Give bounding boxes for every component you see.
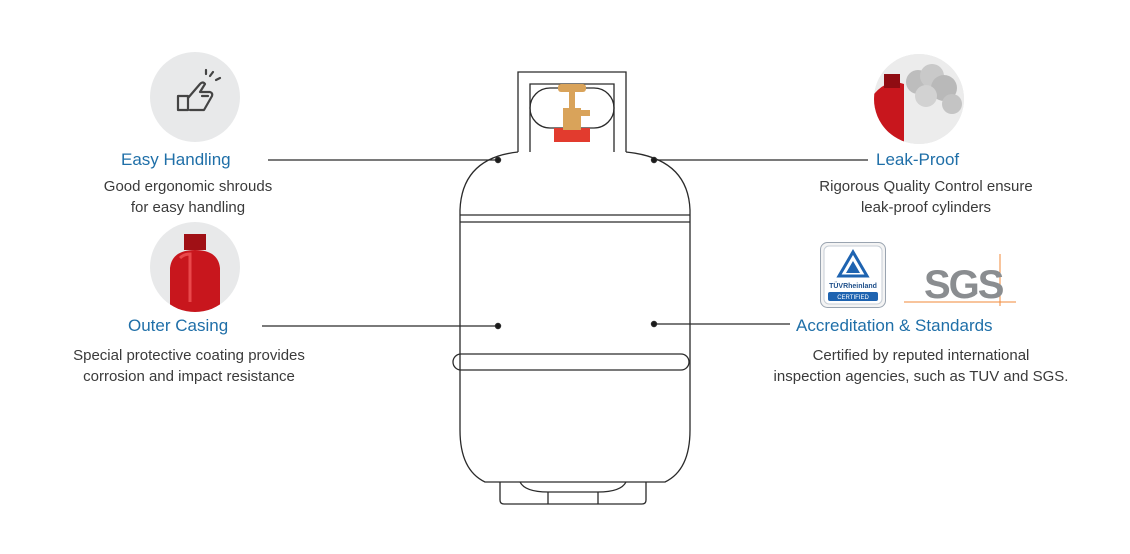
cylinder-shroud: [517, 71, 627, 152]
cylinder-smoke-icon: [874, 54, 964, 144]
red-cylinder-icon: [150, 222, 240, 312]
svg-text:SGS: SGS: [924, 263, 1004, 306]
accreditation-description: Certified by reputed international inspe…: [773, 347, 1069, 385]
outer-casing-title: Outer Casing: [128, 316, 229, 335]
svg-text:TÜVRheinland: TÜVRheinland: [829, 281, 877, 290]
leak-proof-description: Rigorous Quality Control ensure leak-pro…: [819, 178, 1033, 216]
hand-pointing-icon: [150, 52, 240, 142]
tuv-rheinland-logo: TÜVRheinland CERTIFIED: [820, 242, 886, 313]
sgs-logo: SGS: [904, 254, 1016, 311]
accreditation-title: Accreditation & Standards: [796, 316, 993, 335]
svg-text:CERTIFIED: CERTIFIED: [837, 295, 869, 301]
easy-handling-description: Good ergonomic shrouds for easy handling: [103, 178, 273, 216]
cylinder-valve: [554, 84, 590, 142]
cylinder-band: [452, 353, 690, 371]
easy-handling-title: Easy Handling: [121, 150, 231, 169]
leak-proof-title: Leak-Proof: [876, 150, 960, 169]
cylinder-foot: [499, 482, 647, 505]
cylinder-body: [459, 151, 691, 483]
outer-casing-description: Special protective coating provides corr…: [73, 347, 305, 385]
